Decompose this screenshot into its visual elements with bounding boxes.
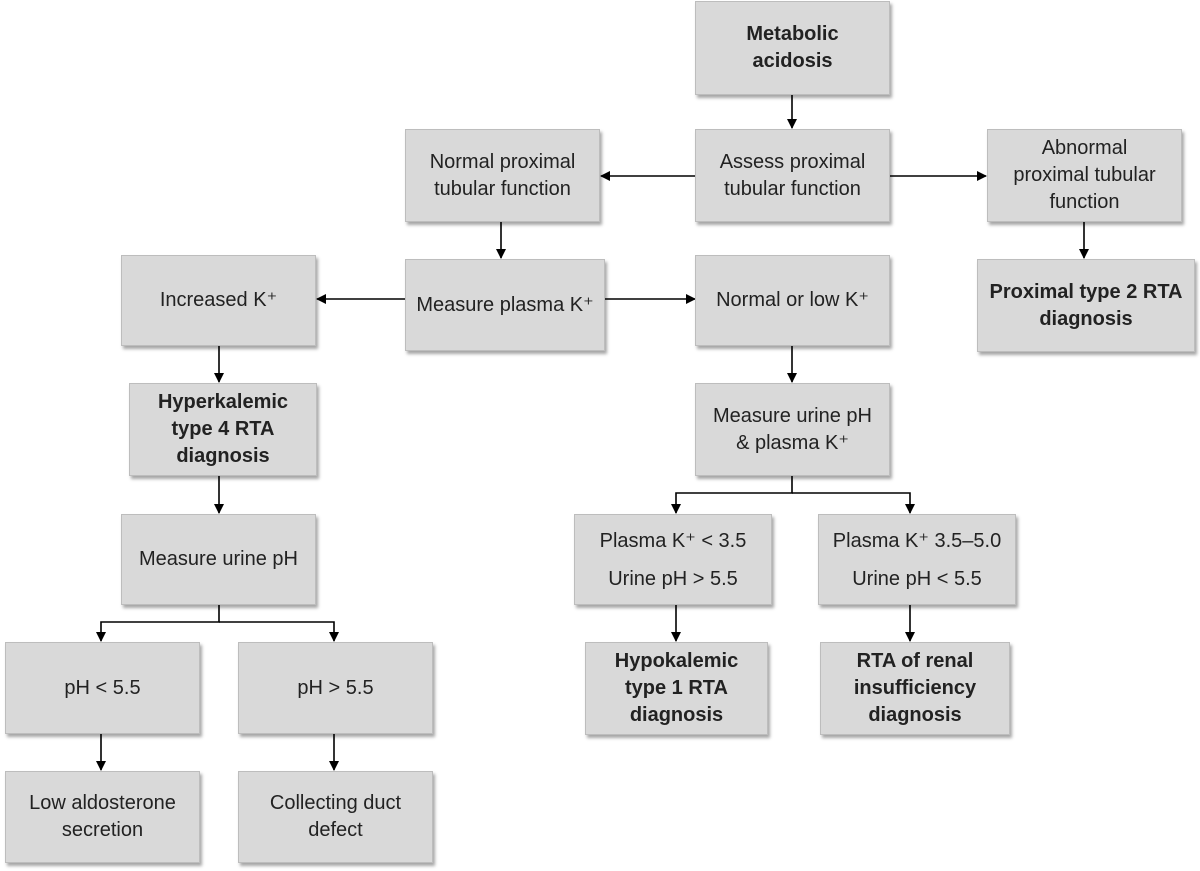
node-measure-urine-ph-k: Measure urine pH & plasma K⁺ — [695, 383, 890, 476]
node-measure-plasma-k: Measure plasma K⁺ — [405, 259, 605, 351]
node-low-aldosterone: Low aldosterone secretion — [5, 771, 200, 863]
node-metabolic-acidosis: Metabolic acidosis — [695, 1, 890, 95]
node-plasma-k-mid: Plasma K⁺ 3.5–5.0 Urine pH < 5.5 — [818, 514, 1016, 605]
branch-urine-ph-right — [219, 621, 339, 642]
node-ph-lt: pH < 5.5 — [5, 642, 200, 734]
node-abnormal-proximal: Abnormal proximal tubular function — [987, 129, 1182, 222]
node-assess-proximal: Assess proximal tubular function — [695, 129, 890, 222]
node-measure-urine-ph-left: Measure urine pH — [121, 514, 316, 605]
branch-urine-k — [671, 476, 793, 514]
node-hypokalemic-type1: Hypokalemic type 1 RTA diagnosis — [585, 642, 768, 735]
branch-urine-ph — [96, 605, 220, 642]
node-ph-gt: pH > 5.5 — [238, 642, 433, 734]
node-increased-k: Increased K⁺ — [121, 255, 316, 346]
node-proximal-type2: Proximal type 2 RTA diagnosis — [977, 259, 1195, 352]
node-rta-renal: RTA of renal insufficiency diagnosis — [820, 642, 1010, 735]
branch-urine-k-right — [792, 492, 915, 514]
node-normal-low-k: Normal or low K⁺ — [695, 255, 890, 346]
node-collecting-duct: Collecting duct defect — [238, 771, 433, 863]
node-hyperkalemic-type4: Hyperkalemic type 4 RTA diagnosis — [129, 383, 317, 476]
node-plasma-k-lt: Plasma K⁺ < 3.5 Urine pH > 5.5 — [574, 514, 772, 605]
node-normal-proximal: Normal proximal tubular function — [405, 129, 600, 222]
